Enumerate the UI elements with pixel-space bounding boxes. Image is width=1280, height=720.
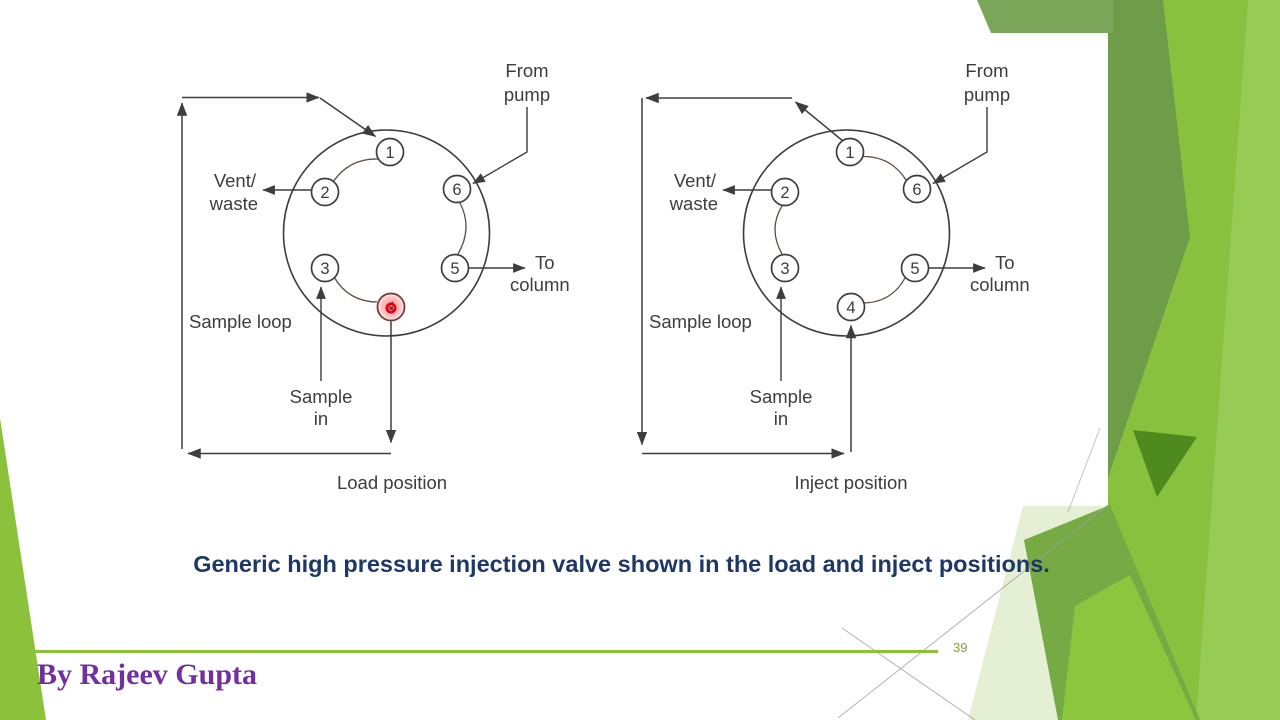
valve-load-diagram: 1 2 3 4 5 6 [176, 60, 570, 493]
port-circle [835, 137, 865, 167]
load-to-column-label-2: column [510, 274, 570, 295]
load-valve-body [282, 129, 491, 337]
bottom-bright-facet [1062, 575, 1196, 720]
load-vent-label-1: Vent/ [214, 170, 257, 191]
load-channel-3-4 [333, 276, 378, 303]
load-loop-into-port1-arrow [319, 97, 377, 138]
load-from-pump-label-2: pump [504, 84, 550, 105]
left-green-wedge [0, 418, 46, 720]
load-from-pump-arrow [472, 107, 528, 185]
inject-port-1: 1 [835, 137, 865, 167]
port-number: 5 [910, 260, 919, 278]
port-circle [310, 253, 340, 283]
load-port-3: 3 [310, 253, 340, 283]
load-from-pump-label-1: From [505, 60, 548, 81]
inject-channel-1-6 [861, 155, 907, 181]
inject-port-3: 3 [770, 253, 800, 283]
valve-inject-diagram: 1 2 3 4 5 6 From p [636, 60, 1030, 493]
port-number: 3 [320, 260, 329, 278]
port-circle [375, 137, 405, 167]
inject-from-pump-label-1: From [965, 60, 1008, 81]
load-channel-1-2 [332, 158, 379, 183]
load-sample-loop-label: Sample loop [189, 311, 292, 332]
inject-to-column-label-2: column [970, 274, 1030, 295]
dark-facet-triangle [1133, 430, 1197, 497]
port-number: 5 [450, 260, 459, 278]
port-number: 1 [385, 144, 394, 162]
right-sage-facet [1108, 0, 1190, 478]
port-circle [900, 253, 930, 283]
load-port-2: 2 [310, 177, 340, 207]
load-port-1: 1 [375, 137, 405, 167]
load-sample-in-label-1: Sample [290, 386, 353, 407]
inject-channel-4-5 [863, 277, 906, 304]
author-credit: By Rajeev Gupta [37, 658, 257, 691]
top-sage-strip [977, 0, 1113, 33]
port-circle [770, 253, 800, 283]
inject-vent-label-2: waste [669, 193, 718, 214]
footer-accent-line [30, 650, 938, 653]
inject-sample-in-label-1: Sample [750, 386, 813, 407]
inject-port-2: 2 [770, 177, 800, 207]
load-channel-5-6 [457, 202, 467, 255]
inject-to-column-label-1: To [995, 252, 1015, 273]
right-light-facet [1196, 0, 1280, 720]
load-sample-in-label-2: in [314, 408, 328, 429]
facet-hairline [841, 627, 976, 720]
port-circle [310, 177, 340, 207]
load-position-caption: Load position [337, 472, 447, 493]
inject-sample-in-label-2: in [774, 408, 788, 429]
port-circle [440, 253, 470, 283]
inject-from-pump-arrow [932, 107, 988, 185]
laser-pointer-dot [379, 295, 403, 319]
inject-port-6: 6 [902, 174, 932, 204]
port-number: 1 [845, 144, 854, 162]
port-number: 3 [780, 260, 789, 278]
laser-center [389, 306, 393, 310]
facet-hairline [837, 504, 1109, 719]
laser-ring [385, 302, 397, 314]
port-number: 6 [452, 181, 461, 199]
port-circle [770, 177, 800, 207]
facet-hairline [1067, 427, 1101, 513]
inject-vent-label-1: Vent/ [674, 170, 717, 191]
inject-sample-loop-label: Sample loop [649, 311, 752, 332]
load-port-6: 6 [442, 174, 472, 204]
port-circle [836, 292, 866, 322]
slide-caption: Generic high pressure injection valve sh… [193, 551, 1050, 577]
slide-number: 39 [953, 640, 968, 655]
load-port-5: 5 [440, 253, 470, 283]
load-vent-label-2: waste [209, 193, 258, 214]
port-circle [442, 174, 472, 204]
port-number: 4 [846, 299, 855, 317]
inject-position-caption: Inject position [794, 472, 907, 493]
inject-channel-2-3 [774, 205, 783, 255]
inject-port-4: 4 [836, 292, 866, 322]
inject-port-5: 5 [900, 253, 930, 283]
port-number: 2 [320, 184, 329, 202]
port-circle [902, 174, 932, 204]
inject-out-of-port1-arrow [794, 101, 844, 143]
port-number: 6 [912, 181, 921, 199]
load-to-column-label-1: To [535, 252, 555, 273]
inject-from-pump-label-2: pump [964, 84, 1010, 105]
port-number: 2 [780, 184, 789, 202]
